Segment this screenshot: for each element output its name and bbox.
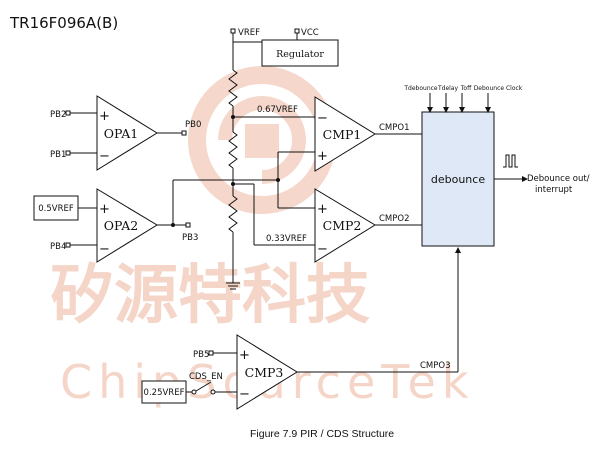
figure-caption: Figure 7.9 PIR / CDS Structure (250, 428, 394, 440)
page-title: TR16F096A(B) (9, 14, 118, 32)
cmp1: CMP1 − + 0.67VREF CMPO1 (231, 96, 422, 180)
regulator-box (261, 39, 339, 67)
pb4-pin (65, 242, 71, 248)
svg-text:−: − (317, 111, 328, 126)
cmpo3-label: CMPO3 (420, 361, 451, 371)
pb5-label: PB5 (193, 350, 209, 360)
watermark-chinese: 矽源特科技 (50, 259, 370, 333)
watermark-logo (188, 66, 336, 214)
opa1: OPA1 + − PB2 PB1 PB0 (50, 95, 201, 171)
cmpo1-label: CMPO1 (379, 123, 410, 133)
opa1-label: OPA1 (104, 126, 139, 141)
pb3-label: PB3 (182, 233, 198, 243)
quarter-vref-label: 0.25VREF (144, 388, 185, 398)
opa2-label: OPA2 (104, 218, 139, 233)
vref-terminal (230, 28, 236, 34)
pb1-label: PB1 (50, 150, 66, 160)
svg-text:−: − (99, 242, 110, 257)
pb5-pin (208, 350, 214, 356)
half-vref-label: 0.5VREF (38, 204, 74, 214)
svg-text:+: + (99, 109, 110, 124)
cmp2: CMP2 + − 0.33VREF CMPO2 (231, 178, 422, 263)
tdebounce-label: Tdebounce (403, 85, 438, 92)
tdelay-label: Tdelay (437, 85, 459, 92)
pb0-label: PB0 (185, 120, 201, 130)
cmp2-label: CMP2 (323, 218, 362, 233)
debounce-output-line2: interrupt (535, 185, 573, 195)
pb2-label: PB2 (50, 110, 66, 120)
svg-text:−: − (99, 149, 110, 164)
cmp3: CMP3 + − PB5 0.25VREF CDS_EN CMPO3 (141, 247, 461, 410)
vcc-label: VCC (301, 28, 319, 38)
cmp3-label: CMP3 (245, 365, 284, 380)
cmpo2-label: CMPO2 (379, 214, 410, 224)
debounce-label: debounce (431, 173, 485, 186)
opa2: OPA2 + − 0.5VREF PB4 PB3 (33, 179, 278, 263)
resistor-middle (228, 131, 238, 169)
cmp1-label: CMP1 (323, 127, 362, 142)
svg-text:+: + (239, 348, 250, 363)
cmp1-ref-label: 0.67VREF (257, 105, 298, 115)
toff-label: Toff (460, 85, 472, 92)
cds-switch-icon (191, 381, 216, 395)
svg-text:+: + (317, 149, 328, 164)
svg-text:+: + (317, 202, 328, 217)
regulator-label: Regulator (276, 49, 324, 60)
svg-text:+: + (99, 202, 110, 217)
pb1-pin (65, 150, 71, 156)
pb0-pin (181, 130, 187, 136)
reference-ladder: VREF Regulator VCC (226, 28, 339, 290)
pulse-waveform-icon (503, 154, 518, 168)
pb2-pin (65, 110, 71, 116)
cmp2-ref-label: 0.33VREF (266, 234, 307, 244)
cds-en-label: CDS_EN (189, 372, 223, 382)
vcc-terminal (294, 28, 300, 34)
pb4-label: PB4 (50, 242, 66, 252)
svg-text:−: − (317, 242, 328, 257)
debounce-block: debounce Tdebounce Tdelay Toff Debounce … (403, 85, 590, 247)
resistor-top (228, 69, 238, 107)
svg-text:−: − (239, 387, 250, 402)
pb3-pin (185, 222, 191, 228)
resistor-bottom (228, 195, 238, 233)
debounce-output-line1: Debounce out/ (527, 174, 590, 184)
debounce-clock-label: Debounce Clock (474, 85, 523, 92)
ground-icon (226, 282, 240, 290)
vref-label: VREF (238, 28, 260, 38)
